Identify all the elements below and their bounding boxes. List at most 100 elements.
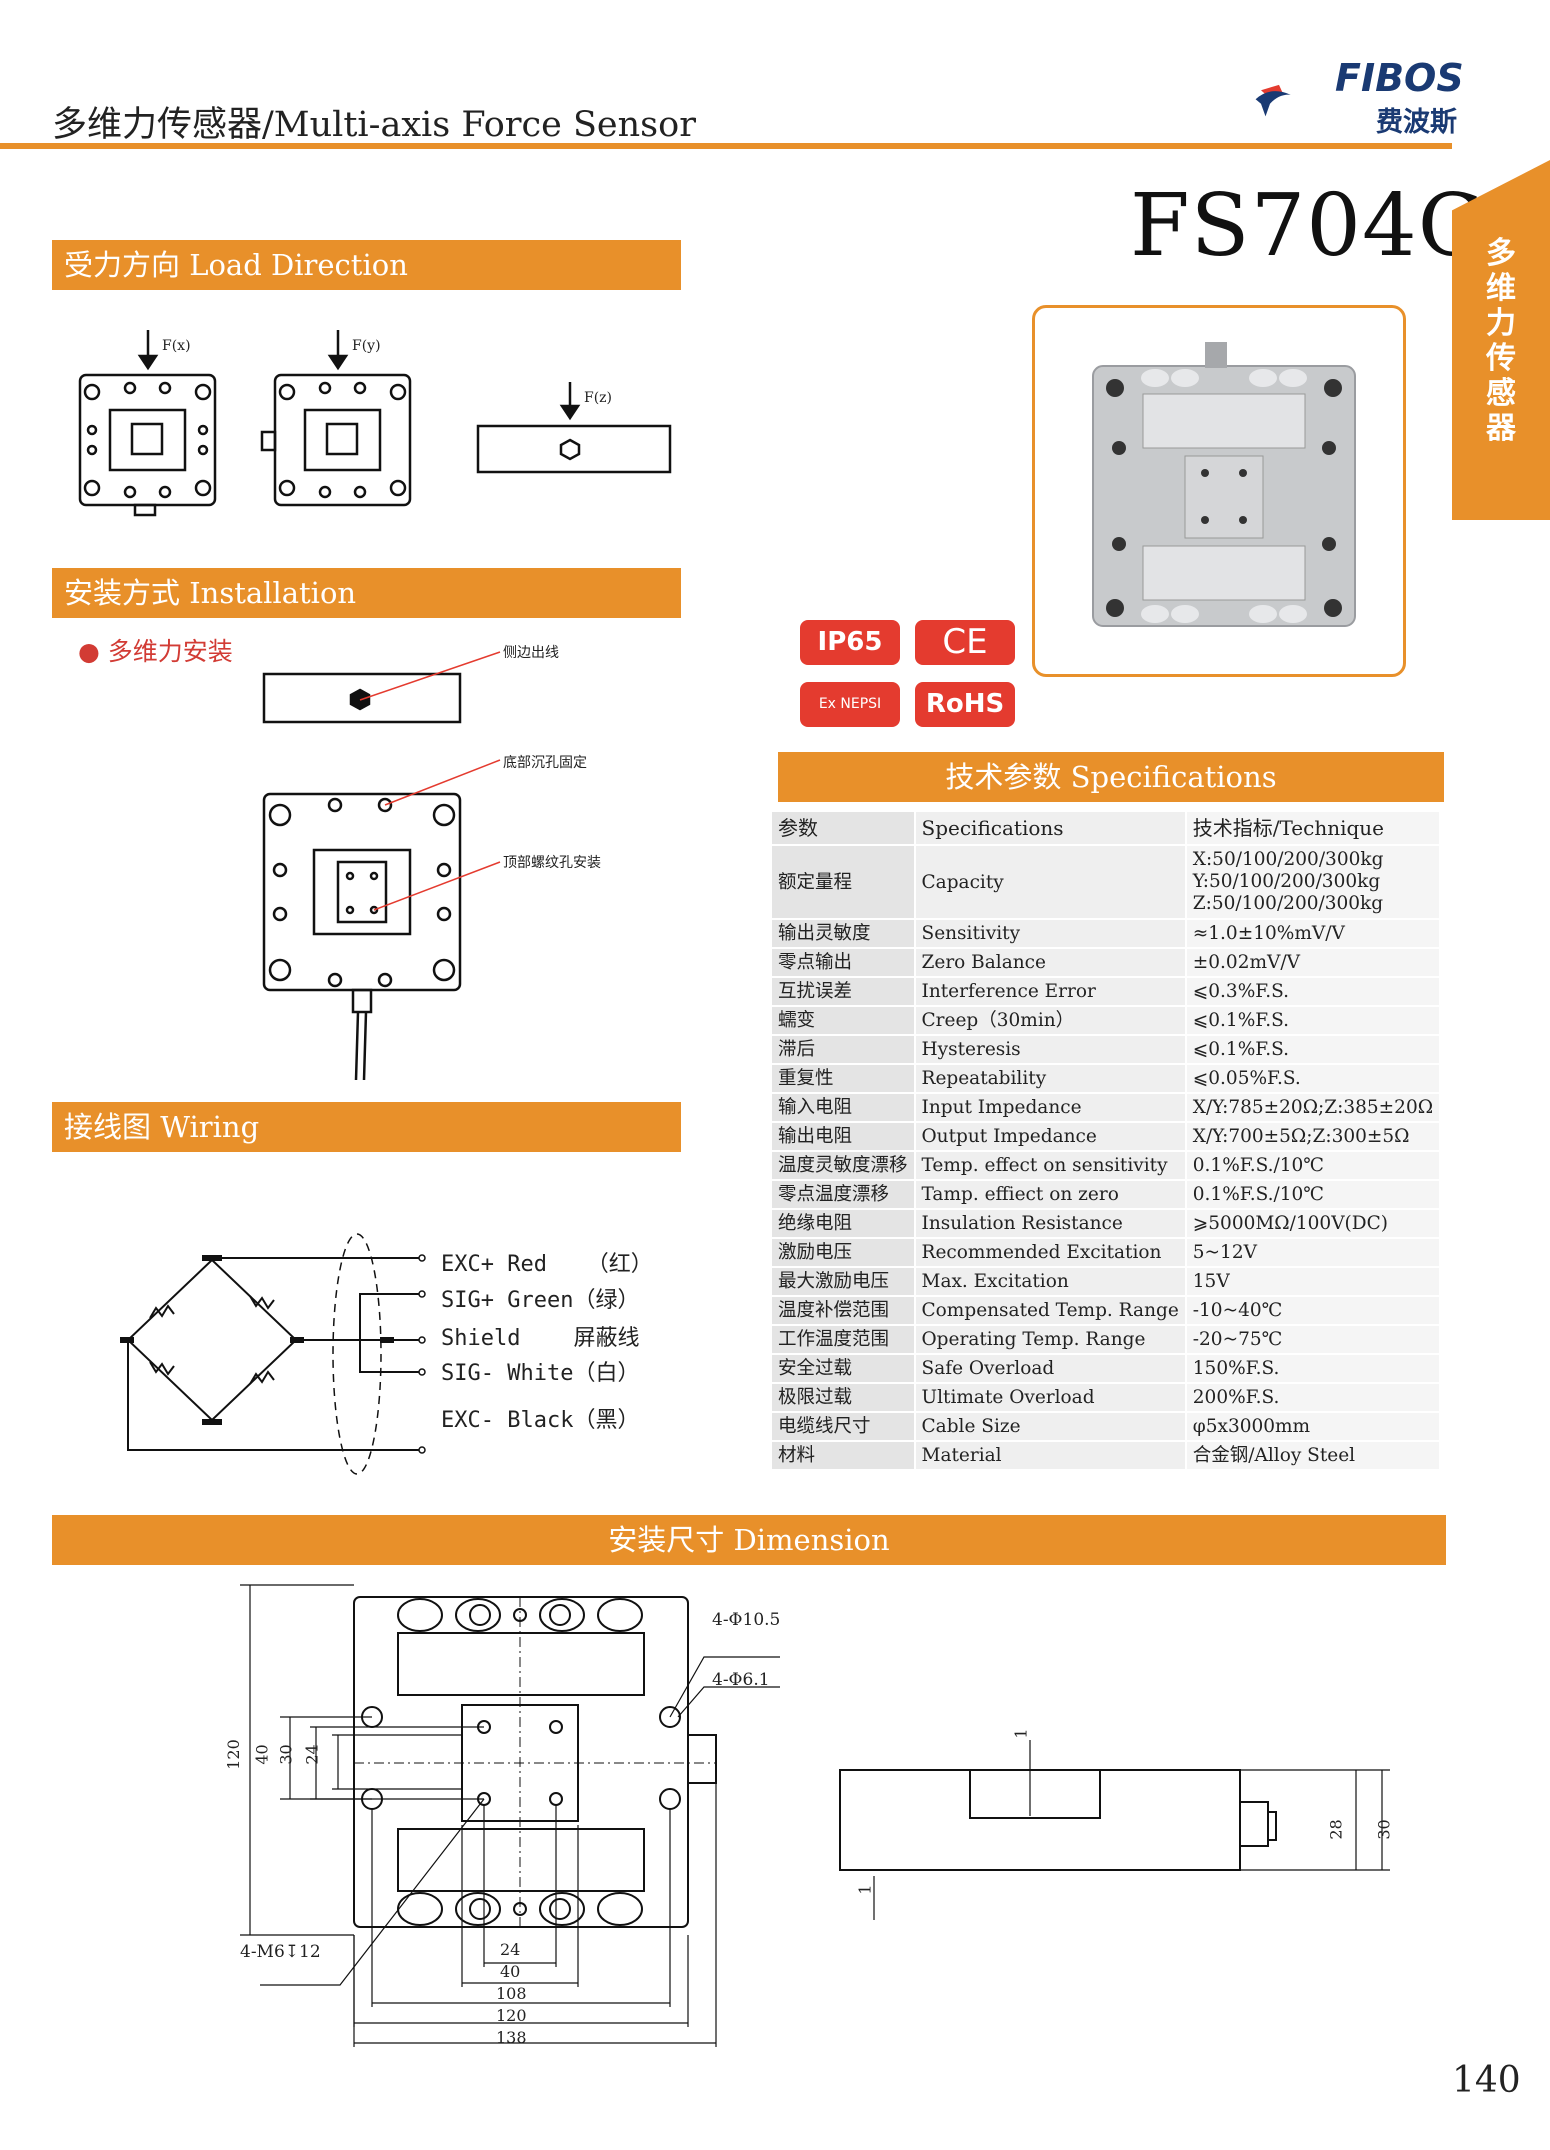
spec-cell: ⩾5000MΩ/100V(DC) bbox=[1185, 1209, 1440, 1239]
spec-cell: Tamp. effiect on zero bbox=[913, 1180, 1187, 1210]
spec-cell: 150%F.S. bbox=[1185, 1354, 1440, 1384]
spec-cell: 额定量程 bbox=[772, 845, 915, 920]
spec-cell: Material bbox=[913, 1441, 1187, 1471]
dim-holes-small: 4-Φ6.1 bbox=[712, 1670, 770, 1690]
spec-cell: ⩽0.1%F.S. bbox=[1185, 1035, 1440, 1065]
dimension-side-view bbox=[839, 1740, 1390, 1920]
spec-cell: Operating Temp. Range bbox=[913, 1325, 1187, 1355]
page-header-title: 多维力传感器/Multi-axis Force Sensor bbox=[52, 105, 696, 145]
spec-cell: Hysteresis bbox=[913, 1035, 1187, 1065]
spec-cell: ⩽0.1%F.S. bbox=[1185, 1006, 1440, 1036]
dim-thread: 4-M6↧12 bbox=[240, 1942, 321, 1962]
dim-holes-large: 4-Φ10.5 bbox=[712, 1610, 781, 1630]
dim-h40: 40 bbox=[500, 1962, 521, 1981]
product-photo bbox=[1092, 342, 1356, 627]
spec-cell: 0.1%F.S./10℃ bbox=[1185, 1180, 1440, 1210]
wire-sig-minus: SIG- White（白） bbox=[441, 1361, 640, 1386]
spec-header-cell: 参数 bbox=[772, 812, 915, 846]
spec-cell: Sensitivity bbox=[913, 919, 1187, 949]
side-tab-label: 多维力传感器 bbox=[1486, 236, 1516, 446]
spec-cell: -20~75℃ bbox=[1185, 1325, 1440, 1355]
spec-cell: Cable Size bbox=[913, 1412, 1187, 1442]
spec-cell: 输入电阻 bbox=[772, 1093, 915, 1123]
dim-v120: 120 bbox=[223, 1739, 243, 1770]
load-label-fy: F(y) bbox=[352, 338, 381, 354]
dim-h120: 120 bbox=[496, 2006, 527, 2025]
spec-cell: Repeatability bbox=[913, 1064, 1187, 1094]
spec-cell: X/Y:700±5Ω;Z:300±5Ω bbox=[1185, 1122, 1440, 1152]
spec-cell: 5~12V bbox=[1185, 1238, 1440, 1268]
header-rule bbox=[0, 143, 1452, 149]
spec-cell: 材料 bbox=[772, 1441, 915, 1471]
wire-sig-plus: SIG+ Green（绿） bbox=[441, 1288, 640, 1313]
spec-cell: Input Impedance bbox=[913, 1093, 1187, 1123]
spec-cell: 激励电压 bbox=[772, 1238, 915, 1268]
dim-h108: 108 bbox=[496, 1984, 527, 2003]
spec-cell: Insulation Resistance bbox=[913, 1209, 1187, 1239]
spec-cell: 蠕变 bbox=[772, 1006, 915, 1036]
spec-cell: 200%F.S. bbox=[1185, 1383, 1440, 1413]
spec-header-cell: 技术指标/Technique bbox=[1185, 812, 1440, 846]
spec-cell: 输出电阻 bbox=[772, 1122, 915, 1152]
spec-cell: 互扰误差 bbox=[772, 977, 915, 1007]
spec-cell: Ultimate Overload bbox=[913, 1383, 1187, 1413]
spec-cell: Safe Overload bbox=[913, 1354, 1187, 1384]
model-number: FS704C bbox=[1130, 176, 1485, 276]
section-dimension: 安装尺寸 Dimension bbox=[52, 1515, 1446, 1565]
dimension-top-view bbox=[240, 1584, 780, 2047]
spec-cell: ≈1.0±10%mV/V bbox=[1185, 919, 1440, 949]
spec-cell: 合金钢/Alloy Steel bbox=[1185, 1441, 1440, 1471]
spec-cell: Interference Error bbox=[913, 977, 1187, 1007]
dim-h138: 138 bbox=[496, 2028, 527, 2047]
spec-cell: Output Impedance bbox=[913, 1122, 1187, 1152]
dim-v24: 24 bbox=[302, 1744, 322, 1765]
installation-bullet: ● 多维力安装 bbox=[78, 637, 233, 666]
spec-cell: 零点输出 bbox=[772, 948, 915, 978]
spec-cell: X:50/100/200/300kg Y:50/100/200/300kg Z:… bbox=[1185, 845, 1440, 920]
spec-cell: Recommended Excitation bbox=[913, 1238, 1187, 1268]
section-specifications: 技术参数 Specifications bbox=[778, 752, 1444, 802]
spec-cell: Temp. effect on sensitivity bbox=[913, 1151, 1187, 1181]
spec-cell: ⩽0.05%F.S. bbox=[1185, 1064, 1440, 1094]
side-tab bbox=[1452, 160, 1550, 520]
ip65-badge: IP65 bbox=[800, 620, 900, 665]
spec-cell: -10~40℃ bbox=[1185, 1296, 1440, 1326]
spec-cell: Creep（30min） bbox=[913, 1006, 1187, 1036]
spec-cell: 15V bbox=[1185, 1267, 1440, 1297]
rohs-badge: RoHS bbox=[915, 682, 1015, 727]
spec-cell: 工作温度范围 bbox=[772, 1325, 915, 1355]
dim-side-28: 28 bbox=[1326, 1819, 1346, 1840]
spec-cell: Capacity bbox=[913, 845, 1187, 920]
section-load-direction: 受力方向 Load Direction bbox=[52, 240, 681, 290]
spec-cell: 极限过载 bbox=[772, 1383, 915, 1413]
spec-cell: Zero Balance bbox=[913, 948, 1187, 978]
spec-cell: 安全过载 bbox=[772, 1354, 915, 1384]
dim-v40: 40 bbox=[252, 1744, 272, 1765]
product-photo-frame bbox=[1032, 305, 1406, 677]
brand-logo-cn: 费波斯 bbox=[1376, 107, 1457, 138]
ce-badge: CE bbox=[915, 620, 1015, 665]
callout-side-cable: 侧边出线 bbox=[503, 645, 559, 661]
installation-diagram bbox=[262, 651, 501, 1080]
spec-cell: 温度补偿范围 bbox=[772, 1296, 915, 1326]
spec-cell: 绝缘电阻 bbox=[772, 1209, 915, 1239]
page-number: 140 bbox=[1452, 2060, 1521, 2101]
spec-cell: 输出灵敏度 bbox=[772, 919, 915, 949]
spec-cell: 滞后 bbox=[772, 1035, 915, 1065]
dim-side-30: 30 bbox=[1374, 1819, 1394, 1840]
